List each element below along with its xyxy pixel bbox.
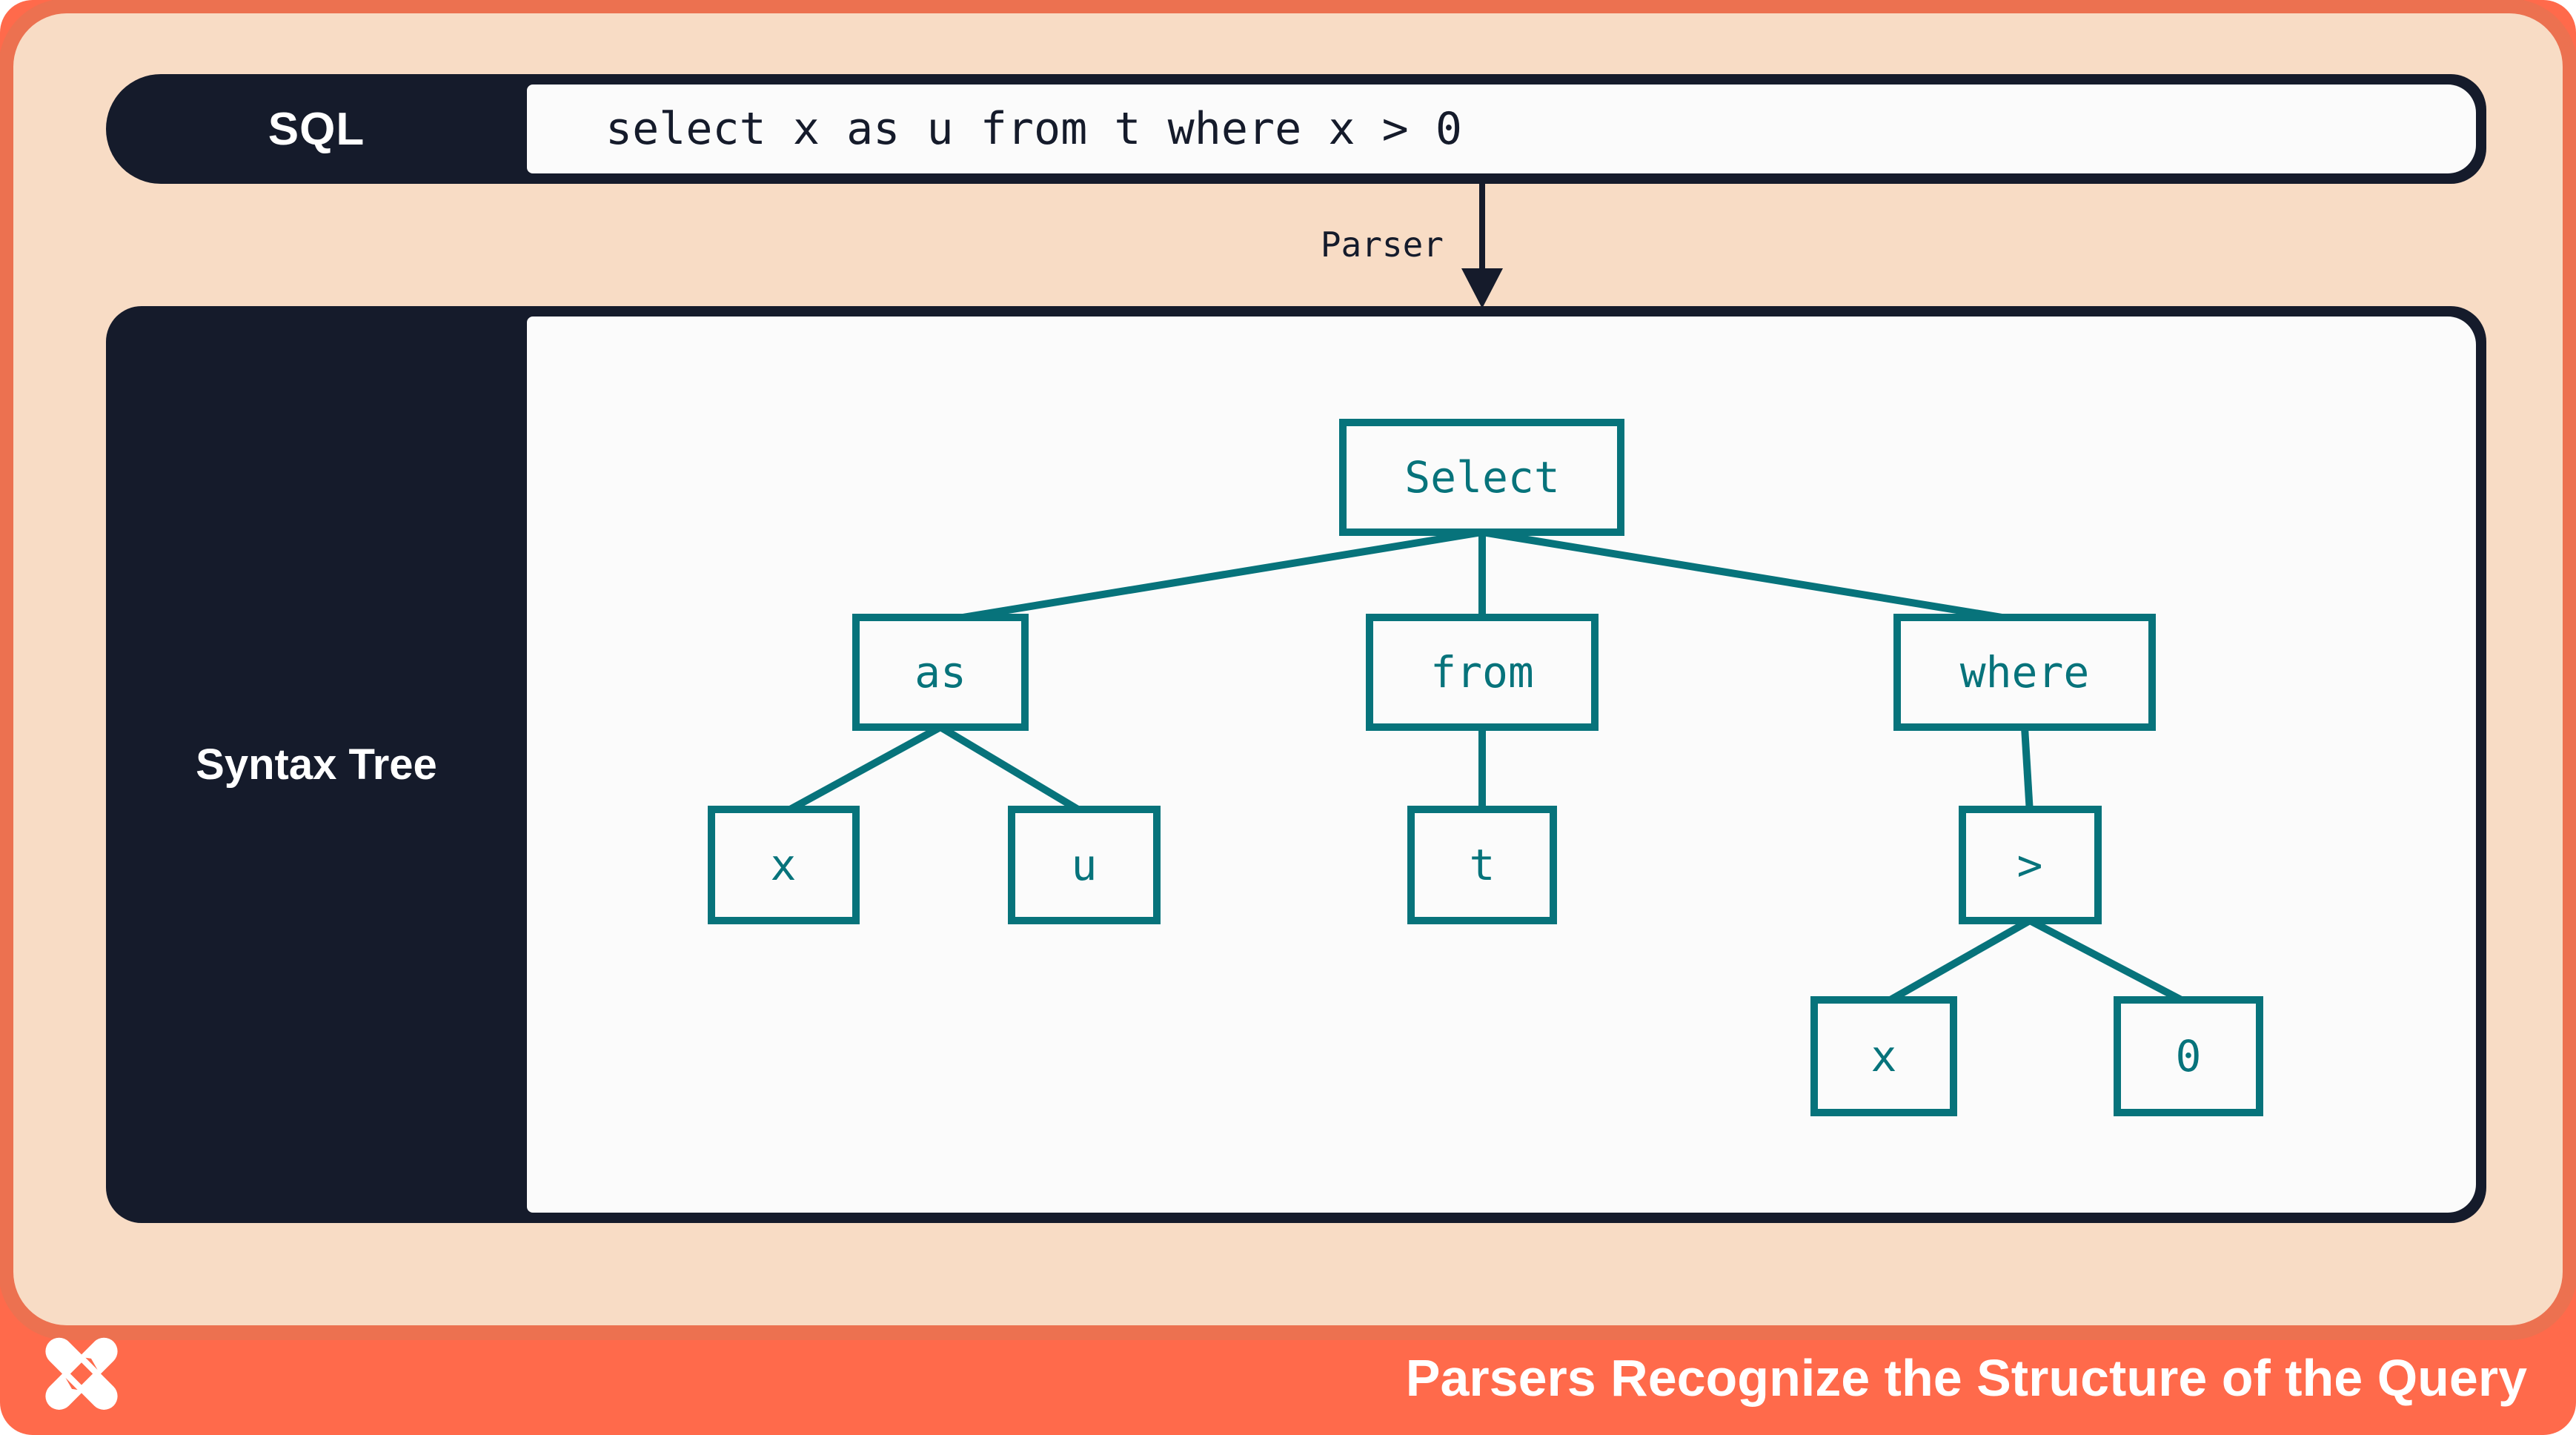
dagster-x-logo-icon xyxy=(45,1337,118,1410)
sql-label-badge: SQL xyxy=(106,74,527,184)
sql-label: SQL xyxy=(268,103,365,155)
sql-bar: SQL select x as u from t where x > 0 xyxy=(106,74,2486,184)
syntax-tree-canvas xyxy=(527,317,2476,1213)
footer-bar: Parsers Recognize the Structure of the Q… xyxy=(0,1325,2576,1435)
logo-notch xyxy=(85,1357,98,1370)
syntax-tree-label: Syntax Tree xyxy=(196,740,437,789)
syntax-tree-label-column: Syntax Tree xyxy=(106,306,527,1223)
logo-diamond-cutout xyxy=(70,1362,93,1385)
syntax-tree-panel: Syntax Tree xyxy=(106,306,2486,1223)
sql-query-text: select x as u from t where x > 0 xyxy=(605,103,1462,155)
slide-title: Parsers Recognize the Structure of the Q… xyxy=(1405,1348,2527,1407)
logo-notch xyxy=(65,1377,78,1390)
sql-query-field: select x as u from t where x > 0 xyxy=(527,84,2476,173)
